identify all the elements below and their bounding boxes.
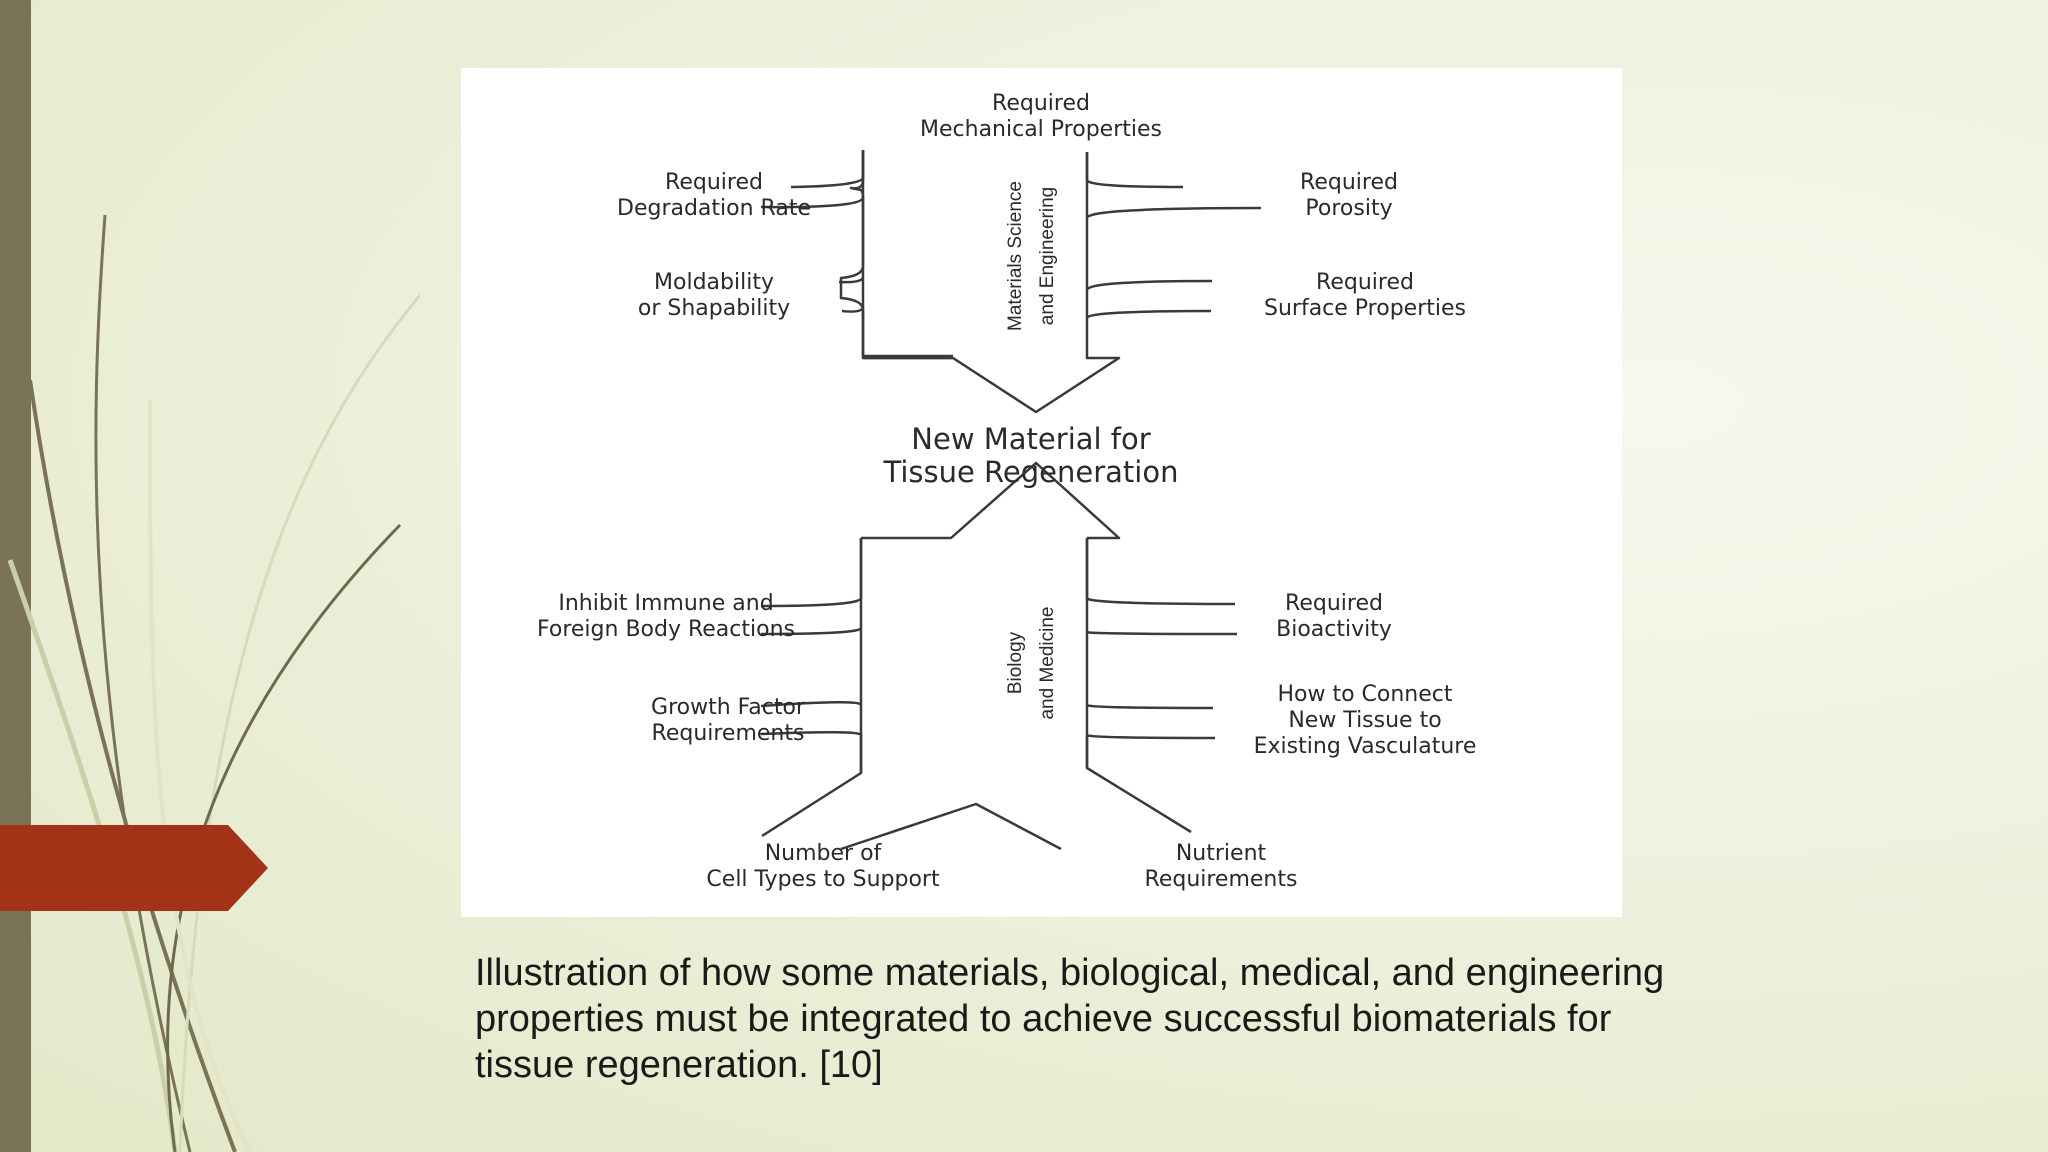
label-vasculature-2: New Tissue to	[1288, 708, 1441, 733]
arrow-label-biology-1: Biology	[1005, 631, 1026, 694]
bottom-arrow-head	[861, 461, 1121, 540]
label-immune-1: Inhibit Immune and	[558, 591, 773, 616]
label-porosity-1: Required	[1300, 170, 1398, 195]
label-degradation-2: Degradation Rate	[617, 196, 811, 221]
label-immune-2: Foreign Body Reactions	[537, 617, 795, 642]
center-title-2: Tissue Regeneration	[883, 455, 1179, 489]
label-nutrient-2: Requirements	[1145, 867, 1298, 892]
label-growth-1: Growth Factor	[651, 695, 806, 720]
figure-panel: Required Mechanical Properties Required …	[461, 68, 1622, 917]
label-surface-2: Surface Properties	[1264, 296, 1466, 321]
figure-caption: Illustration of how some materials, biol…	[475, 952, 1665, 1086]
label-moldability-2: or Shapability	[638, 296, 790, 321]
arrow-label-biology-2: and Medicine	[1037, 606, 1058, 719]
label-porosity-2: Porosity	[1305, 196, 1392, 221]
arrow-label-materials-2: and Engineering	[1037, 187, 1058, 325]
label-nutrient-1: Nutrient	[1176, 841, 1267, 866]
top-arrow-outline-right	[1085, 152, 1262, 320]
label-vasculature-3: Existing Vasculature	[1254, 734, 1477, 759]
integration-diagram: Required Mechanical Properties Required …	[537, 91, 1477, 892]
label-growth-2: Requirements	[652, 721, 805, 746]
decorative-grass-strokes	[7, 214, 420, 1152]
center-title-1: New Material for	[911, 422, 1150, 456]
label-cell-types-1: Number of	[765, 841, 883, 866]
arrow-label-materials-1: Materials Science	[1005, 181, 1026, 331]
label-vasculature-1: How to Connect	[1277, 682, 1452, 707]
label-bioactivity-2: Bioactivity	[1276, 617, 1392, 642]
section-marker-tab	[0, 825, 268, 911]
label-degradation-1: Required	[665, 170, 763, 195]
label-cell-types-2: Cell Types to Support	[706, 867, 940, 892]
label-surface-1: Required	[1316, 270, 1414, 295]
label-required-mechanical-2: Mechanical Properties	[920, 117, 1162, 142]
label-required-mechanical-1: Required	[992, 91, 1090, 116]
label-bioactivity-1: Required	[1285, 591, 1383, 616]
label-moldability-1: Moldability	[654, 270, 774, 295]
